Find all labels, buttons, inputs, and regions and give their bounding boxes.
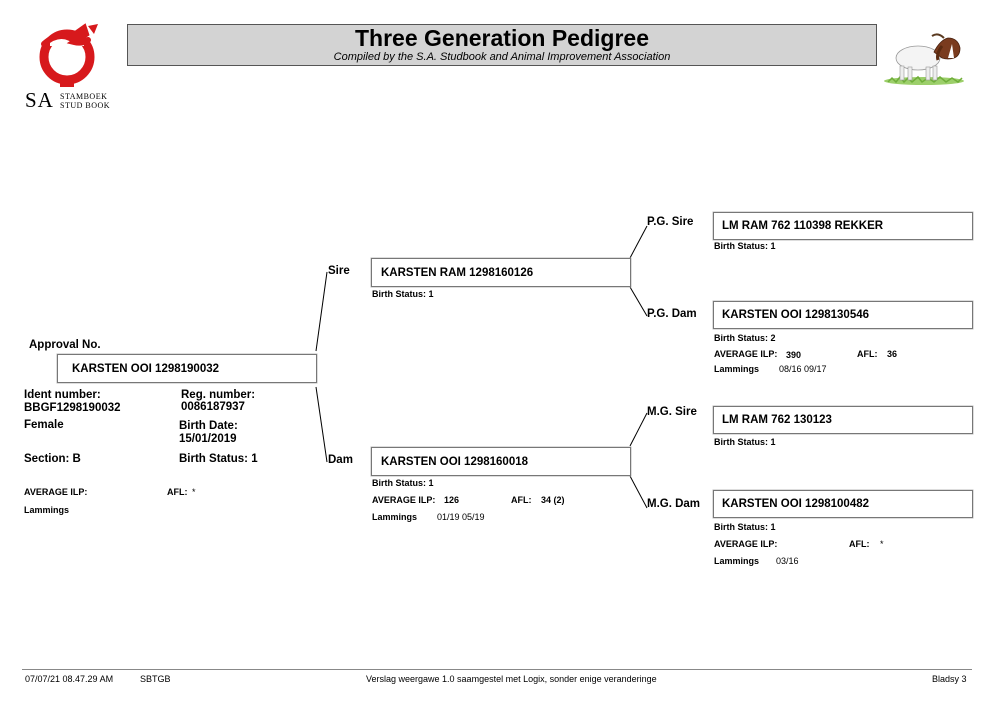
footer-version: Verslag weergawe 1.0 saamgestel met Logi…	[366, 674, 657, 684]
page-title: Three Generation Pedigree	[355, 25, 649, 51]
animal-ilp-label: AVERAGE ILP:	[24, 487, 88, 497]
birth-date-value: 15/01/2019	[179, 433, 237, 445]
sex-value: Female	[24, 419, 64, 431]
approval-label: Approval No.	[29, 339, 101, 351]
mg-sire-name-box: LM RAM 762 130123	[713, 406, 973, 434]
studbook-emblem-icon	[39, 23, 98, 87]
dam-birth-status: Birth Status: 1	[372, 478, 434, 488]
mg-dam-role-label: M.G. Dam	[647, 498, 701, 510]
mg-dam-lammings-value: 03/16	[776, 556, 799, 566]
logo-line2: STUD BOOK	[60, 101, 111, 110]
animal-afl-value: *	[192, 487, 196, 497]
pg-dam-afl-label: AFL:	[857, 349, 878, 359]
mg-dam-name-box: KARSTEN OOI 1298100482	[713, 490, 973, 518]
animal-afl-label: AFL:	[167, 487, 188, 497]
footer-code: SBTGB	[140, 674, 171, 684]
footer-divider	[22, 669, 972, 670]
mg-dam-ilp-label: AVERAGE ILP:	[714, 539, 778, 549]
studbook-logo: SA STAMBOEK STUD BOOK	[22, 22, 122, 112]
ident-label: Ident number:	[24, 389, 101, 401]
section-value: Section: B	[24, 453, 81, 465]
mg-dam-lammings-label: Lammings	[714, 556, 760, 566]
sire-role-label: Sire	[328, 265, 350, 277]
mg-dam-afl-value: *	[880, 539, 884, 549]
page-subtitle: Compiled by the S.A. Studbook and Animal…	[333, 51, 671, 63]
pg-sire-name-box: LM RAM 762 110398 REKKER	[713, 212, 973, 240]
reg-value: 0086187937	[181, 401, 245, 413]
logo-line1: STAMBOEK	[60, 92, 108, 101]
animal-birth-status: Birth Status: 1	[179, 453, 258, 465]
logo-sa: SA	[25, 88, 54, 112]
mg-sire-birth-status: Birth Status: 1	[714, 437, 776, 447]
dam-ilp-label: AVERAGE ILP:	[372, 495, 436, 505]
mg-dam-afl-label: AFL:	[849, 539, 870, 549]
pg-sire-birth-status: Birth Status: 1	[714, 241, 776, 251]
dam-ilp-value: 126	[444, 495, 460, 505]
dam-role-label: Dam	[328, 454, 353, 466]
animal-name-box: KARSTEN OOI 1298190032	[57, 354, 317, 383]
pg-dam-afl-value: 36	[887, 349, 898, 359]
birth-date-label: Birth Date:	[179, 420, 238, 432]
dam-afl-value: 34 (2)	[541, 495, 565, 505]
dam-name-box: KARSTEN OOI 1298160018	[371, 447, 631, 476]
footer-datetime: 07/07/21 08.47.29 AM	[25, 674, 114, 684]
pg-dam-name-box: KARSTEN OOI 1298130546	[713, 301, 973, 329]
mg-sire-role-label: M.G. Sire	[647, 406, 697, 418]
pg-dam-ilp-value: 390	[786, 350, 802, 360]
pg-dam-lammings-label: Lammings	[714, 364, 760, 374]
pg-dam-birth-status: Birth Status: 2	[714, 333, 776, 343]
reg-label: Reg. number:	[181, 389, 256, 401]
dam-afl-label: AFL:	[511, 495, 532, 505]
ident-value: BBGF1298190032	[24, 402, 121, 414]
dam-lammings-value: 01/19 05/19	[437, 512, 485, 522]
pg-dam-ilp-label: AVERAGE ILP:	[714, 349, 778, 359]
sire-name-box: KARSTEN RAM 1298160126	[371, 258, 631, 287]
pg-dam-lammings-value: 08/16 09/17	[779, 364, 827, 374]
sire-birth-status: Birth Status: 1	[372, 289, 434, 299]
dam-lammings-label: Lammings	[372, 512, 418, 522]
mg-dam-birth-status: Birth Status: 1	[714, 522, 776, 532]
goat-picture	[884, 33, 964, 85]
pg-sire-role-label: P.G. Sire	[647, 216, 694, 228]
animal-lammings-label: Lammings	[24, 505, 70, 515]
footer-page-number: Bladsy 3	[932, 674, 967, 684]
title-banner: Three Generation Pedigree Compiled by th…	[127, 24, 877, 66]
pg-dam-role-label: P.G. Dam	[647, 308, 697, 320]
